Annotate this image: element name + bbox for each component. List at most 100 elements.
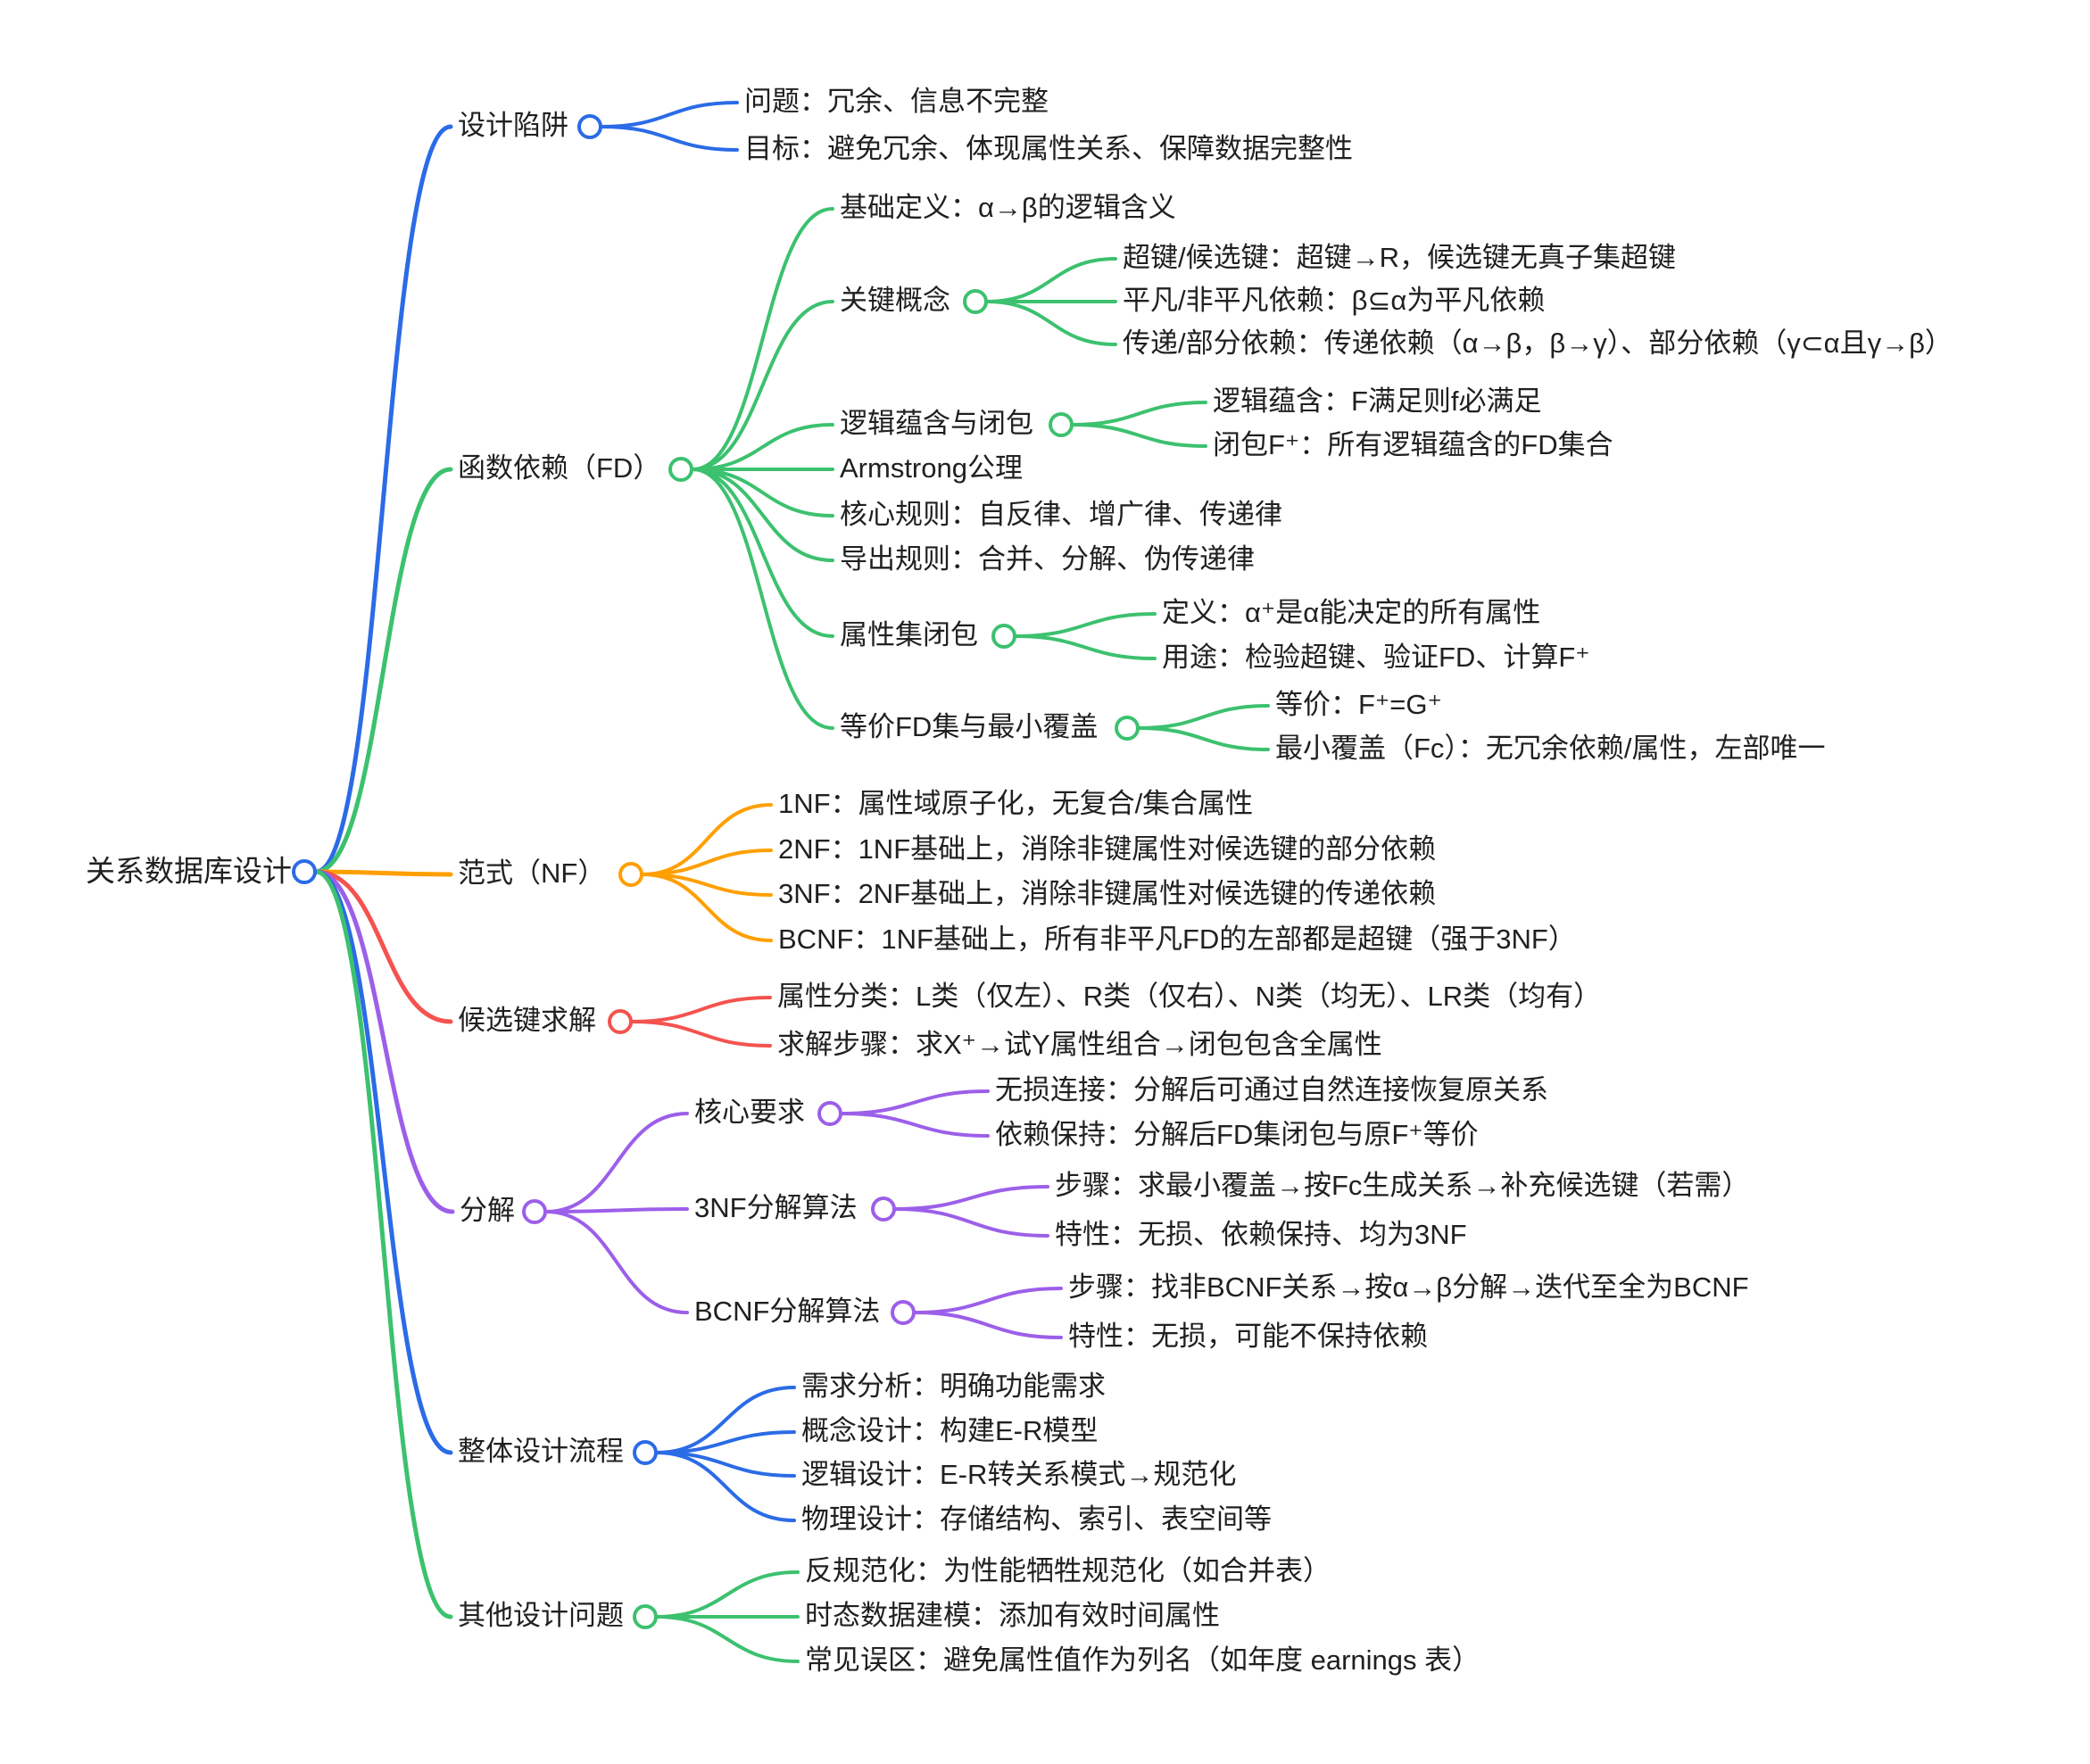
- node-bcnf-properties[interactable]: 特性：无损，可能不保持依赖: [1068, 1320, 1428, 1352]
- node-candidate-key-solving[interactable]: 候选键求解: [458, 1004, 596, 1036]
- node-other-design-issues[interactable]: 其他设计问题: [458, 1599, 624, 1631]
- edge: [1014, 612, 1157, 638]
- node-fd-closure-fplus[interactable]: 闭包F⁺：所有逻辑蕴含的FD集合: [1213, 428, 1613, 460]
- node-fd-derived-rules[interactable]: 导出规则：合并、分解、伪传递律: [840, 542, 1255, 575]
- node-pitfall-goal[interactable]: 目标：避免冗余、体现属性关系、保障数据完整性: [744, 132, 1353, 164]
- edge: [1137, 704, 1270, 730]
- node-pitfall-problem[interactable]: 问题：冗余、信息不完整: [744, 85, 1049, 117]
- edge: [985, 257, 1117, 303]
- node-bcnf-steps[interactable]: 步骤：找非BCNF关系→按α→β分解→迭代至全为BCNF: [1068, 1271, 1749, 1303]
- edge: [691, 207, 834, 471]
- collapse-toggle-circle[interactable]: [292, 859, 317, 884]
- collapse-toggle-circle[interactable]: [963, 289, 988, 314]
- node-denormalization[interactable]: 反规范化：为性能牺牲规范化（如合并表）: [805, 1554, 1331, 1586]
- node-decomp-core-requirements[interactable]: 核心要求: [694, 1096, 805, 1128]
- edge: [893, 1207, 1049, 1238]
- node-nf-1nf[interactable]: 1NF：属性域原子化，无复合/集合属性: [778, 787, 1254, 819]
- node-logical-design[interactable]: 逻辑设计：E-R转关系模式→规范化: [801, 1458, 1237, 1490]
- node-functional-dependency[interactable]: 函数依赖（FD）: [458, 451, 661, 484]
- collapse-toggle-circle[interactable]: [1049, 412, 1074, 437]
- collapse-toggle-circle[interactable]: [1115, 716, 1140, 741]
- edge: [313, 869, 453, 1619]
- node-nf-2nf[interactable]: 2NF：1NF基础上，消除非键属性对候选键的部分依赖: [778, 832, 1437, 865]
- edge: [691, 423, 834, 471]
- collapse-toggle-circle[interactable]: [871, 1197, 896, 1222]
- node-3nf-decomposition-algorithm[interactable]: 3NF分解算法: [694, 1191, 858, 1223]
- edge: [893, 1185, 1049, 1211]
- edge: [691, 300, 834, 471]
- edge: [313, 869, 453, 877]
- edge: [313, 869, 455, 1214]
- node-fd-trivial-dependency[interactable]: 平凡/非平凡依赖：β⊆α为平凡依赖: [1123, 284, 1546, 316]
- node-fd-logical-implication[interactable]: 逻辑蕴含：F满足则f必满足: [1213, 385, 1542, 417]
- node-decomp-lossless-join[interactable]: 无损连接：分解后可通过自然连接恢复原关系: [995, 1073, 1548, 1106]
- edge: [1137, 726, 1270, 751]
- edge: [600, 101, 739, 128]
- node-normal-forms[interactable]: 范式（NF）: [458, 857, 606, 889]
- edge: [641, 873, 773, 942]
- collapse-toggle-circle[interactable]: [618, 862, 643, 887]
- collapse-toggle-circle[interactable]: [991, 624, 1016, 649]
- edge: [913, 1311, 1063, 1339]
- node-fd-minimal-cover[interactable]: 最小覆盖（Fc）：无冗余依赖/属性，左部唯一: [1275, 732, 1826, 764]
- collapse-toggle-circle[interactable]: [817, 1101, 842, 1126]
- node-3nf-steps[interactable]: 步骤：求最小覆盖→按Fc生成关系→补充候选键（若需）: [1055, 1169, 1750, 1201]
- edge: [840, 1112, 990, 1138]
- collapse-toggle-circle[interactable]: [891, 1300, 916, 1325]
- node-requirement-analysis[interactable]: 需求分析：明确功能需求: [801, 1370, 1106, 1402]
- node-fd-key-concepts[interactable]: 关键概念: [840, 284, 950, 316]
- node-fd-core-rules[interactable]: 核心规则：自反律、增广律、传递律: [840, 498, 1282, 530]
- node-design-pitfalls[interactable]: 设计陷阱: [458, 109, 568, 141]
- node-conceptual-design[interactable]: 概念设计：构建E-R模型: [801, 1414, 1099, 1446]
- collapse-toggle-circle[interactable]: [522, 1199, 547, 1224]
- node-bcnf-decomposition-algorithm[interactable]: BCNF分解算法: [694, 1295, 881, 1327]
- collapse-toggle-circle[interactable]: [608, 1009, 633, 1034]
- edge: [913, 1287, 1063, 1314]
- edge: [630, 996, 772, 1023]
- node-nf-3nf[interactable]: 3NF：2NF基础上，消除非键属性对候选键的传递依赖: [778, 877, 1437, 909]
- node-nf-bcnf[interactable]: BCNF：1NF基础上，所有非平凡FD的左部都是超键（强于3NF）: [778, 923, 1576, 955]
- collapse-toggle-circle[interactable]: [633, 1604, 658, 1629]
- edge: [655, 1386, 796, 1454]
- node-temporal-data-modeling[interactable]: 时态数据建模：添加有效时间属性: [805, 1599, 1220, 1631]
- edge: [544, 1210, 689, 1314]
- collapse-toggle-circle[interactable]: [577, 114, 602, 139]
- edge: [691, 468, 834, 638]
- edge: [544, 1207, 689, 1213]
- node-3nf-properties[interactable]: 特性：无损、依赖保持、均为3NF: [1055, 1218, 1467, 1250]
- node-fd-superkey-candidate-key[interactable]: 超键/候选键：超键→R，候选键无真子集超键: [1123, 241, 1676, 273]
- node-overall-design-process[interactable]: 整体设计流程: [458, 1435, 624, 1467]
- node-root-relational-db-design[interactable]: 关系数据库设计: [86, 854, 292, 888]
- edge: [1014, 634, 1157, 660]
- edge: [600, 125, 739, 152]
- node-fd-attr-closure-usage[interactable]: 用途：检验超键、验证FD、计算F⁺: [1162, 641, 1590, 673]
- edge: [313, 869, 453, 1024]
- node-fd-armstrong-axioms[interactable]: Armstrong公理: [840, 451, 1023, 484]
- node-fd-basic-definition[interactable]: 基础定义：α→β的逻辑含义: [840, 191, 1176, 223]
- node-fd-equivalent-sets-min-cover[interactable]: 等价FD集与最小覆盖: [840, 710, 1099, 742]
- node-ck-solving-steps[interactable]: 求解步骤：求X⁺→试Y属性组合→闭包包含全属性: [777, 1028, 1382, 1060]
- node-fd-attr-closure-definition[interactable]: 定义：α⁺是α能决定的所有属性: [1162, 596, 1541, 628]
- edge: [1071, 401, 1207, 427]
- edge: [313, 467, 453, 874]
- node-fd-implication-and-closure[interactable]: 逻辑蕴含与闭包: [840, 407, 1033, 439]
- node-fd-equivalence[interactable]: 等价：F⁺=G⁺: [1275, 688, 1442, 720]
- node-decomp-dependency-preservation[interactable]: 依赖保持：分解后FD集闭包与原F⁺等价: [995, 1118, 1479, 1150]
- edge: [985, 300, 1117, 346]
- edge: [630, 1020, 772, 1048]
- edge: [1071, 423, 1207, 448]
- edge: [544, 1112, 689, 1213]
- node-physical-design[interactable]: 物理设计：存储结构、索引、表空间等: [801, 1503, 1272, 1535]
- node-decomposition[interactable]: 分解: [460, 1194, 515, 1226]
- edge: [691, 468, 834, 730]
- node-fd-transitive-partial-dependency[interactable]: 传递/部分依赖：传递依赖（α→β，β→γ）、部分依赖（γ⊂α且γ→β）: [1123, 327, 1953, 359]
- node-fd-attribute-set-closure[interactable]: 属性集闭包: [840, 618, 978, 650]
- collapse-toggle-circle[interactable]: [633, 1440, 658, 1465]
- node-ck-attribute-classification[interactable]: 属性分类：L类（仅左）、R类（仅右）、N类（均无）、LR类（均有）: [777, 980, 1602, 1012]
- edge: [641, 849, 773, 876]
- node-common-mistakes[interactable]: 常见误区：避免属性值作为列名（如年度 earnings 表）: [805, 1644, 1480, 1676]
- edge: [313, 869, 453, 1455]
- collapse-toggle-circle[interactable]: [668, 457, 693, 482]
